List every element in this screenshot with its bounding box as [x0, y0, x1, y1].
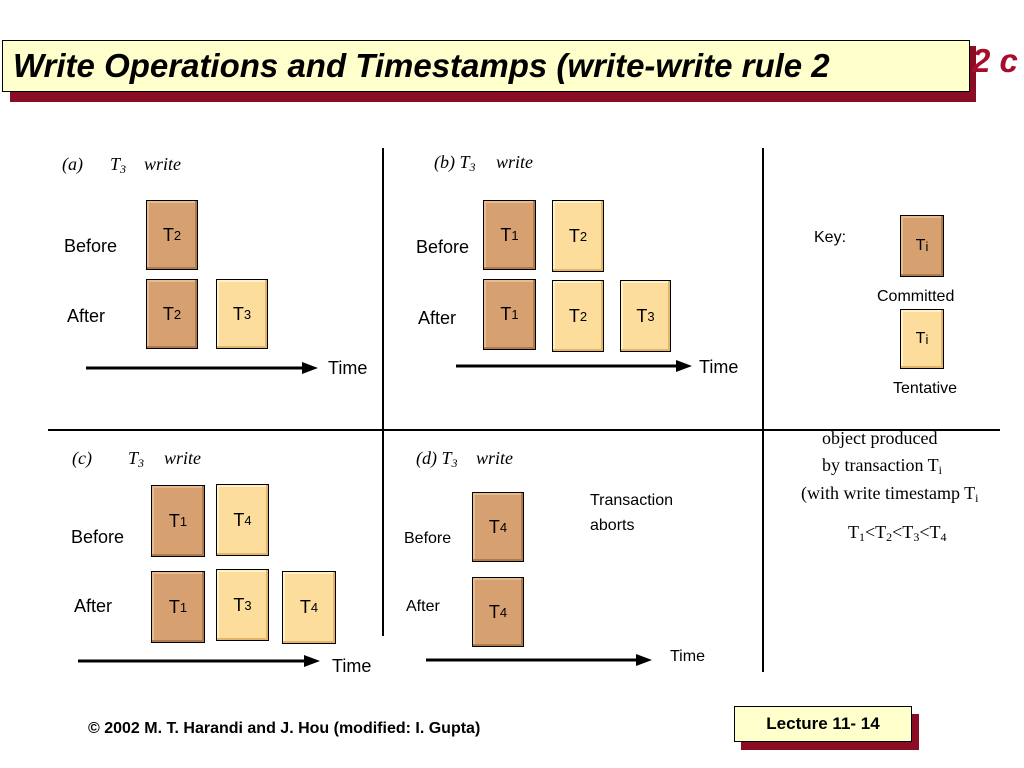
title-overflow-text: 2 c	[972, 42, 1018, 79]
key-desc-line3: (with write timestamp Ti	[801, 483, 979, 505]
panel-a-before-label: Before	[64, 236, 118, 256]
key-label: Key:	[814, 229, 847, 246]
panel-c-time-arrow	[78, 655, 320, 667]
panel-b-time-label: Time	[699, 357, 739, 377]
panel-a-label: (a)	[62, 154, 83, 174]
divider-vertical-left	[382, 148, 384, 636]
panel-a-after-label: After	[67, 306, 106, 326]
key-committed-label: Committed	[877, 288, 955, 305]
divider-horizontal	[48, 429, 1000, 431]
panel-b-txn: (b) T3	[434, 152, 476, 174]
panel-d-time-label: Time	[670, 648, 705, 665]
panel-d-note-line2: aborts	[590, 517, 635, 534]
panel-d-note-line1: Transaction	[590, 492, 673, 509]
panel-c-before-label: Before	[71, 527, 125, 547]
copyright-footer: © 2002 M. T. Harandi and J. Hou (modifie…	[88, 720, 481, 737]
panel-d-txn: (d) T3	[416, 448, 458, 470]
key-desc-line2: by transaction Ti	[822, 455, 942, 477]
key-tentative-label: Tentative	[893, 380, 958, 397]
panel-c-time-label: Time	[332, 656, 372, 676]
panel-c-op: write	[164, 448, 202, 468]
slide-title: Write Operations and Timestamps (write-w…	[13, 47, 830, 84]
key-desc-line1: object produced	[822, 428, 938, 448]
panel-a-time-arrow	[86, 362, 318, 374]
panel-c-after-label: After	[74, 596, 113, 616]
panel-d-time-arrow	[426, 654, 652, 666]
panel-c-txn: T3	[128, 448, 145, 470]
panel-b-before-label: Before	[416, 237, 470, 257]
panel-b-after-label: After	[418, 308, 457, 328]
panel-a-time-label: Time	[328, 358, 368, 378]
panel-d-after-label: After	[406, 598, 440, 615]
panel-b-time-arrow	[456, 360, 692, 372]
divider-vertical-right	[762, 148, 764, 672]
panel-d-before-label: Before	[404, 530, 452, 547]
panel-a-txn: T3	[110, 154, 127, 176]
panel-a-op: write	[144, 154, 182, 174]
panel-c-label: (c)	[72, 448, 92, 468]
panel-b-op: write	[496, 152, 534, 172]
lecture-number-badge: Lecture 11- 14	[734, 706, 912, 742]
title-banner: Write Operations and Timestamps (write-w…	[2, 40, 970, 92]
panel-d-op: write	[476, 448, 514, 468]
key-timestamp-order: T1<T2<T3<T4	[848, 522, 947, 544]
